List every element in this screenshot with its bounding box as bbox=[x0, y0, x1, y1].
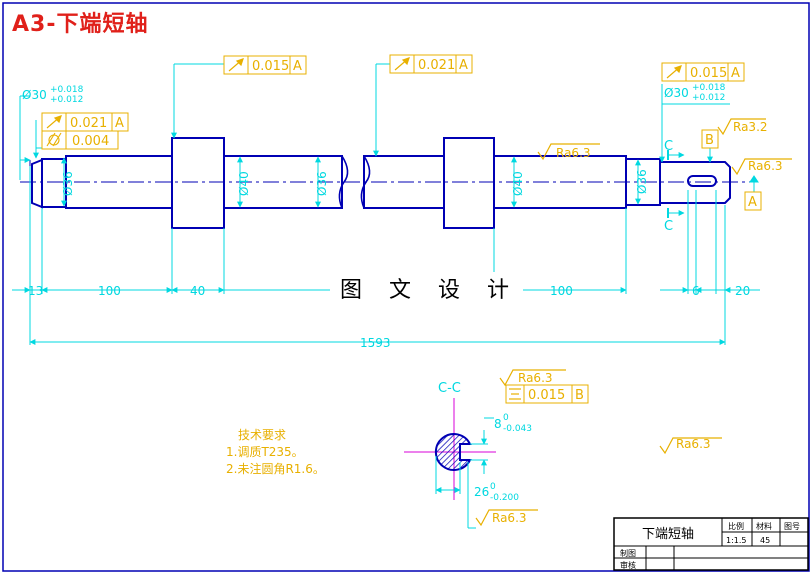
dim-40: 40 bbox=[190, 284, 205, 298]
gdt-right-value: 0.015 bbox=[690, 66, 727, 81]
roughness-icon bbox=[475, 118, 792, 527]
title-block bbox=[613, 517, 809, 571]
gdt-top-value: 0.015 bbox=[252, 59, 289, 74]
tb-drawing-no-header: 图号 bbox=[784, 522, 800, 531]
datum-b-label: B bbox=[705, 133, 714, 148]
gdt-sym-datum: B bbox=[575, 388, 584, 403]
gdt-cyl-value: 0.004 bbox=[72, 134, 109, 149]
watermark-text: 图 文 设 计 bbox=[336, 272, 523, 304]
dim-20: 20 bbox=[735, 284, 750, 298]
dim-13: 13 bbox=[28, 284, 43, 298]
tb-material-header: 材料 bbox=[756, 521, 772, 531]
roughness-label: Ra6.3 bbox=[676, 437, 711, 451]
technical-requirements: 技术要求 1.调质T235。 2.未注圆角R1.6。 bbox=[226, 427, 325, 478]
runout-icon bbox=[46, 57, 682, 129]
diameter-label: Ø36 bbox=[315, 171, 329, 196]
dim-100b: 100 bbox=[550, 284, 573, 298]
gdt-left-datum: A bbox=[115, 116, 124, 131]
datum-a-label: A bbox=[748, 195, 757, 210]
right-fit-upper: +0.018 bbox=[692, 83, 726, 93]
shaft-outline bbox=[29, 137, 731, 229]
tech-item: 2.未注圆角R1.6。 bbox=[226, 462, 325, 476]
roughness-label: Ra6.3 bbox=[518, 371, 553, 385]
gdt-right-datum: A bbox=[731, 66, 740, 81]
cut-label-top: C bbox=[664, 139, 673, 154]
gdt-mid-value: 0.021 bbox=[418, 58, 455, 73]
dim-6: 6 bbox=[692, 284, 700, 298]
left-fit-lower: +0.012 bbox=[50, 95, 83, 105]
left-fit-upper: +0.018 bbox=[50, 85, 84, 95]
dim-100a: 100 bbox=[98, 284, 121, 298]
tb-material-value: 45 bbox=[760, 536, 770, 545]
section-label: C-C bbox=[438, 381, 461, 396]
cut-label-bottom: C bbox=[664, 219, 673, 234]
roughness-label: Ra6.3 bbox=[556, 146, 591, 160]
gdt-frames bbox=[41, 54, 762, 404]
right-fit-base: Ø30 bbox=[664, 86, 689, 100]
tech-item: 1.调质T235。 bbox=[226, 445, 304, 459]
tb-part-name: 下端短轴 bbox=[642, 527, 694, 542]
gdt-left-value: 0.021 bbox=[70, 116, 107, 131]
diameter-label: Ø40 bbox=[511, 171, 525, 196]
tb-scale-header: 比例 bbox=[728, 521, 744, 531]
right-fit-lower: +0.012 bbox=[692, 93, 725, 103]
tech-heading: 技术要求 bbox=[238, 428, 287, 442]
width-dim-lower: -0.043 bbox=[503, 424, 532, 434]
left-fit-base: Ø30 bbox=[22, 88, 47, 102]
gdt-sym-value: 0.015 bbox=[528, 388, 565, 403]
width-dim-upper: 0 bbox=[503, 413, 509, 423]
gdt-top-datum: A bbox=[293, 59, 302, 74]
roughness-label: Ra3.2 bbox=[733, 120, 768, 134]
depth-dim-base: 26 bbox=[474, 485, 489, 499]
diameter-label: Ø36 bbox=[635, 169, 649, 194]
tb-scale-value: 1:1.5 bbox=[726, 536, 747, 545]
roughness-label: Ra6.3 bbox=[492, 511, 527, 525]
depth-dim-lower: -0.200 bbox=[490, 493, 519, 503]
roughness-label: Ra6.3 bbox=[748, 159, 783, 173]
cylindricity-icon bbox=[46, 132, 62, 147]
gdt-mid-datum: A bbox=[459, 58, 468, 73]
dim-total: 1593 bbox=[360, 336, 391, 350]
tb-checked-by: 审核 bbox=[620, 560, 636, 570]
section-cc bbox=[404, 398, 496, 529]
diameter-label: Ø36 bbox=[61, 171, 75, 196]
drawing-title: A3-下端短轴 bbox=[12, 12, 149, 37]
width-dim-base: 8 bbox=[494, 417, 502, 431]
symmetry-icon bbox=[509, 388, 521, 400]
depth-dim-upper: 0 bbox=[490, 482, 496, 492]
diameter-label: Ø40 bbox=[237, 171, 251, 196]
tb-drawn-by: 制图 bbox=[620, 548, 636, 558]
